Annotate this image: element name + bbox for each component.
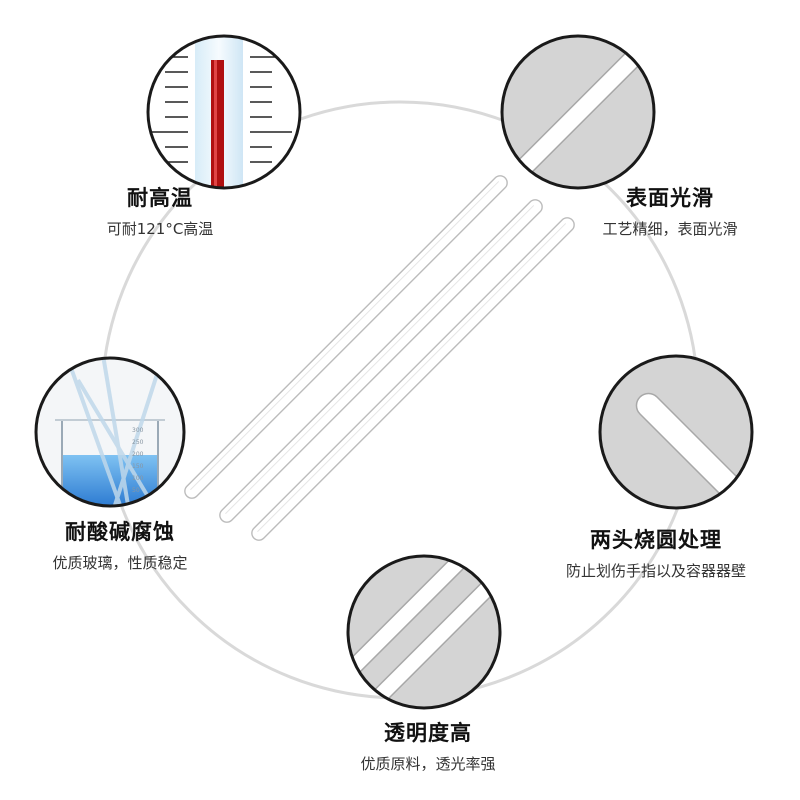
beaker-mark: 50 — [132, 487, 140, 494]
feature-smooth-surface: 表面光滑 工艺精细，表面光滑 — [530, 185, 800, 239]
beaker-mark: 100 — [132, 475, 144, 482]
feature-title: 耐高温 — [127, 186, 193, 210]
feature-description: 优质玻璃，性质稳定 — [52, 554, 188, 572]
feature-description: 工艺精细，表面光滑 — [602, 220, 738, 238]
feature-description: 防止划伤手指以及容器器壁 — [565, 562, 746, 580]
feature-description: 可耐121°C高温 — [106, 220, 214, 238]
glass-rod — [184, 175, 508, 499]
beaker-mark: 200 — [132, 451, 144, 458]
beaker-mark: 250 — [132, 439, 144, 446]
feature-rounded-ends: 两头烧圆处理 防止划伤手指以及容器器壁 — [512, 527, 800, 581]
feature-description: 优质原料，透光率强 — [360, 755, 496, 773]
feature-high-transparency: 透明度高 优质原料，透光率强 — [298, 720, 558, 774]
glass-stirring-rods — [184, 175, 575, 541]
glass-rod — [251, 217, 575, 541]
beaker-icon: 300 250 200 150 100 50 — [34, 356, 186, 508]
feature-title: 两头烧圆处理 — [590, 528, 722, 552]
feature-title: 耐酸碱腐蚀 — [65, 520, 175, 544]
rounded-end-icon — [598, 354, 754, 510]
beaker-mark: 150 — [132, 463, 144, 470]
beaker-mark: 300 — [132, 427, 144, 434]
glass-rod — [219, 199, 543, 523]
feature-corrosion-resistance: 耐酸碱腐蚀 优质玻璃，性质稳定 — [0, 519, 240, 573]
feature-high-temperature: 耐高温 可耐121°C高温 — [50, 185, 270, 239]
feature-title: 透明度高 — [384, 721, 472, 745]
feature-title: 表面光滑 — [626, 186, 714, 210]
thermometer-icon — [146, 34, 302, 190]
